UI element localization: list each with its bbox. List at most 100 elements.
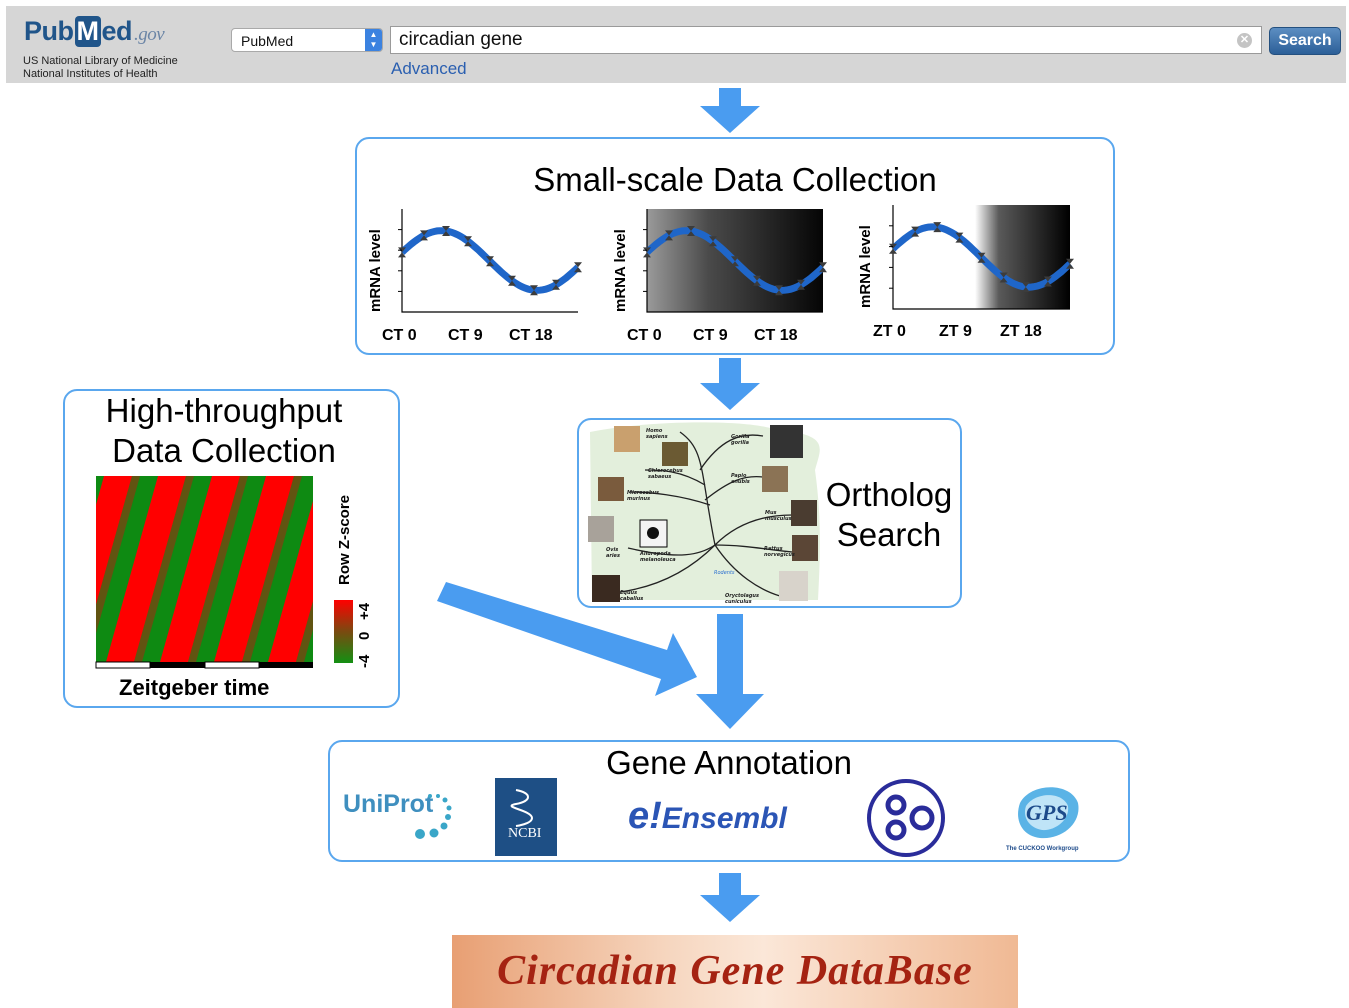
logo-pub-text: Pub [24,16,74,46]
photo-gorilla [770,425,803,458]
species-gorilla: Gorilla gorilla [731,434,750,446]
heatmap [96,476,313,662]
ortholog-title-2: Search [836,516,942,553]
heatmap-stripe [268,501,313,662]
plot-2-point [687,225,695,236]
species-papio: Papio anubis [731,473,750,485]
arrow-down-1 [700,88,760,133]
uniprot-logo[interactable]: UniProt [343,790,433,819]
ortholog-title-1: Ortholog [825,476,953,513]
species-oryctolagus: Oryctolagus cuniculus [725,593,759,605]
search-button[interactable]: Search [1269,27,1341,55]
plot-2-point [731,256,739,267]
gene-annotation-box: Gene Annotation [328,740,1130,862]
plot-3-point [1021,282,1030,293]
heatmap-stripe-edge [134,476,194,662]
database-title: Circadian Gene DataBase [497,948,973,994]
nlm-line-2: National Institutes of Health [23,68,158,80]
plot-2-point [797,279,805,290]
database-select[interactable]: PubMed ▲▼ [231,28,383,52]
gene-annotation-title: Gene Annotation [606,744,852,781]
go-logo [867,779,945,857]
zeitgeber-time-label: Zeitgeber time [119,675,270,700]
species-microcebus: Microcebus murinus [627,490,660,502]
heatmap-stripe-edge [296,601,313,662]
species-mus: Mus musculus [765,510,792,522]
search-input[interactable] [391,27,1227,53]
plot-1-point [508,275,516,286]
ncbi-logo-bg [495,778,557,856]
species-ovis: Ovis aries [606,547,620,559]
plot-3-tick-1: ZT 9 [939,323,972,340]
plot-2-axes [646,209,823,313]
plot-3-point [933,222,942,233]
clear-search-icon[interactable]: ✕ [1237,33,1252,48]
plot-1-tick-0: CT 0 [382,327,417,344]
search-field[interactable]: ✕ [390,26,1262,54]
heatmap-stripe [106,476,186,662]
plot-1-point [464,236,472,247]
photo-microcebus [598,477,624,501]
plot-2-point [753,275,761,286]
gps-caption: The CUCKOO Workgroup [1006,846,1079,852]
plot-1-point [486,256,494,267]
plot-1-point [530,285,538,296]
plot-2-point [709,236,717,247]
database-select-value: PubMed [241,33,294,49]
plot-3-point [1066,258,1074,269]
photo-mus [791,500,817,526]
photo-equus [592,575,620,602]
logo-ed-text: ed [101,16,133,46]
plot-2-tick-2: CT 18 [754,327,798,344]
plot-3-point [955,232,964,243]
ensembl-e-mark: e! [628,795,662,837]
gps-logo-text: GPS [1026,800,1068,825]
plot-2-point [819,262,827,273]
photo-papio [762,466,788,492]
plot-1-point [420,230,428,241]
heatmap-stripe [214,476,294,662]
arrow-down-3 [696,614,764,729]
small-scale-title: Small-scale Data Collection [533,161,937,198]
high-throughput-title-1: High-throughput [105,392,343,429]
z-score-scale [334,600,353,663]
plot-1-tick-2: CT 18 [509,327,553,344]
plot-3-point [977,252,986,263]
high-throughput-title-2: Data Collection [112,432,336,469]
ensembl-logo[interactable]: e!Ensembl [628,795,787,838]
plot-2-point [665,230,673,241]
photo-oryctolagus [779,571,808,601]
plot-1-point [574,262,582,273]
plot-3-point [911,226,920,237]
heatmap-stripe-edge [188,476,248,662]
zeitgeber-bar [95,661,313,669]
photo-ovis [588,516,614,542]
arrow-down-4 [700,873,760,922]
plot-2-tick-1: CT 9 [693,327,728,344]
plot-2-tick-0: CT 0 [627,327,662,344]
nlm-line-1: US National Library of Medicine [23,55,178,67]
heatmap-stripe [160,476,240,662]
plot-3-tick-0: ZT 0 [873,323,906,340]
advanced-search-link[interactable]: Advanced [391,59,467,78]
logo-m-text: M [74,16,101,47]
photo-chlorocebus [662,442,688,466]
plot-1-point [552,279,560,290]
photo-rattus [792,535,818,561]
arrow-down-2 [700,358,760,410]
plot-1-point [442,225,450,236]
plot-3-point [1043,276,1052,287]
logo-gov-text: .gov [134,24,165,45]
circadian-gene-database-banner: Circadian Gene DataBase [452,935,1018,1008]
species-ailuropoda: Ailuropoda melanoleuca [640,551,676,563]
gps-logo [1018,787,1079,839]
arrow-diagonal [437,582,697,696]
plot-3-point [999,272,1008,283]
species-equus: Equus caballus [620,590,644,602]
